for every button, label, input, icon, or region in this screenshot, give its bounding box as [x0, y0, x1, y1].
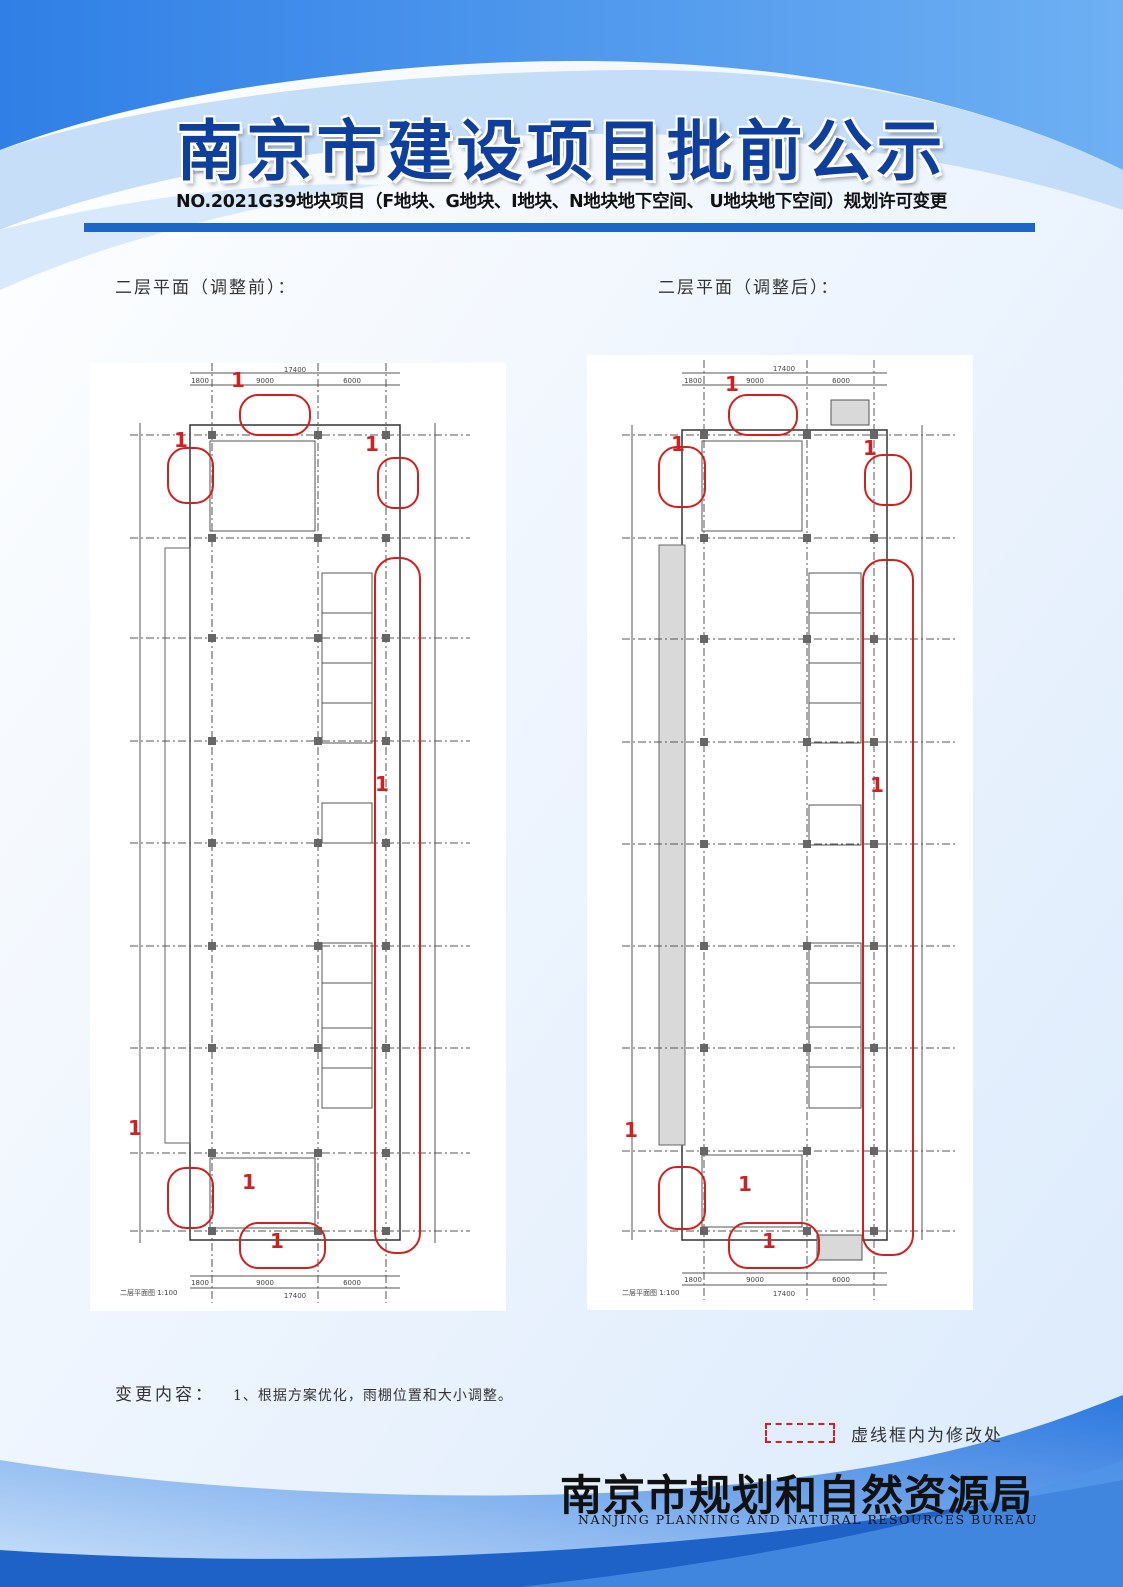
organization-name-en: NANJING PLANNING AND NATURAL RESOURCES B… — [578, 1512, 1038, 1527]
dim-bottom-1: 1800 — [684, 1276, 702, 1284]
revision-marker: 1 — [870, 773, 884, 797]
dim-bottom-3: 6000 — [832, 1276, 850, 1284]
organization-name-cn: 南京市规划和自然资源局 — [560, 1471, 1034, 1520]
page-subtitle: NO.2021G39地块项目（F地块、G地块、I地块、N地块地下空间、 U地块地… — [176, 192, 947, 212]
revision-marker: 1 — [231, 368, 245, 392]
change-label: 变更内容： — [115, 1385, 215, 1405]
revision-marker: 1 — [863, 436, 877, 460]
dim-top-total: 17400 — [773, 365, 795, 373]
change-text: 1、根据方案优化，雨棚位置和大小调整。 — [233, 1388, 513, 1404]
revision-marker: 1 — [762, 1229, 776, 1253]
revision-marker: 1 — [242, 1170, 256, 1194]
dim-bottom-2: 9000 — [256, 1279, 274, 1287]
caption-before: 二层平面（调整前）： — [115, 278, 297, 298]
revision-marker: 1 — [725, 372, 739, 396]
revision-marker: 1 — [270, 1229, 284, 1253]
page-title: 南京市建设项目批前公示 — [176, 112, 947, 190]
revision-marker: 1 — [365, 432, 379, 456]
dashed-box-legend-icon — [765, 1423, 835, 1443]
dim-bottom-2: 9000 — [746, 1276, 764, 1284]
dim-bottom-3: 6000 — [343, 1279, 361, 1287]
revision-marker: 1 — [375, 772, 389, 796]
dim-top-3: 6000 — [343, 377, 361, 385]
legend-text: 虚线框内为修改处 — [851, 1426, 1003, 1446]
dim-top-2: 9000 — [746, 377, 764, 385]
dim-bottom-1: 1800 — [191, 1279, 209, 1287]
revision-marker: 1 — [671, 432, 685, 456]
dim-top-total: 17400 — [284, 366, 306, 374]
title-rule — [84, 223, 1035, 232]
change-description: 变更内容： 1、根据方案优化，雨棚位置和大小调整。 — [115, 1380, 513, 1405]
revision-marker: 1 — [624, 1118, 638, 1142]
dim-top-3: 6000 — [832, 377, 850, 385]
floor-plan-after: 17400 1800 9000 6000 1800 9000 6000 1740… — [587, 355, 973, 1310]
dim-top-2: 9000 — [256, 377, 274, 385]
dim-bottom-total: 17400 — [284, 1292, 306, 1300]
revision-marker: 1 — [128, 1116, 142, 1140]
revision-marker: 1 — [174, 428, 188, 452]
revision-marker: 1 — [738, 1172, 752, 1196]
dim-bottom-total: 17400 — [773, 1290, 795, 1298]
drawing-label: 二层平面图 1:100 — [120, 1289, 177, 1297]
dim-top-1: 1800 — [684, 377, 702, 385]
drawing-label: 二层平面图 1:100 — [622, 1289, 679, 1297]
dim-top-1: 1800 — [191, 377, 209, 385]
caption-after: 二层平面（调整后）： — [658, 278, 840, 298]
floor-plan-before: 17400 1800 9000 6000 1800 9000 6000 1740… — [90, 363, 506, 1311]
